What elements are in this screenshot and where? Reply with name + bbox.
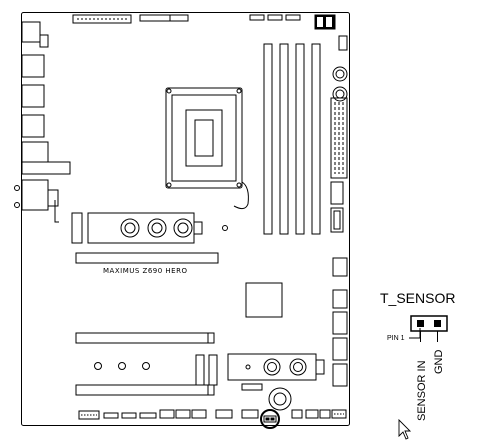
rear-io-panel [14, 21, 71, 223]
board-outline [21, 12, 350, 426]
pin1-label: PIN 1 [387, 335, 405, 342]
pcie-slot-3 [75, 384, 215, 396]
right-edge-connectors [332, 257, 348, 387]
pin-1 [417, 320, 424, 327]
highlight-circle [260, 409, 280, 429]
m2-screw-holes [94, 362, 150, 370]
pin-label-gnd: GND [433, 350, 445, 375]
pcie-slot-1 [75, 252, 219, 264]
small-header [241, 383, 263, 391]
atx-power-connector [330, 97, 348, 233]
right-edge-components [332, 35, 348, 102]
connector-title: T_SENSOR [380, 290, 455, 306]
pcie-slot-2 [75, 332, 215, 344]
bottom-headers [78, 409, 347, 420]
cmos-battery [268, 387, 292, 411]
connector-housing [410, 315, 448, 332]
pin-2 [434, 320, 441, 327]
mouse-pointer-icon [398, 418, 412, 440]
t-sensor-location [260, 409, 280, 429]
m2-slot-1 [71, 212, 228, 244]
cpu-socket [165, 87, 249, 210]
dimm-slots [263, 43, 321, 235]
t-sensor-callout: T_SENSOR PIN 1 SENSOR IN GND [380, 290, 455, 421]
board-model-label: MAXIMUS Z690 HERO [103, 267, 187, 275]
m2-vertical-1 [195, 354, 205, 386]
chipset-heatsink [245, 282, 283, 318]
top-headers [72, 14, 336, 30]
m2-slot-3 [227, 353, 325, 381]
m2-vertical-2 [208, 354, 218, 386]
pin-label-sensor-in: SENSOR IN [416, 360, 428, 421]
